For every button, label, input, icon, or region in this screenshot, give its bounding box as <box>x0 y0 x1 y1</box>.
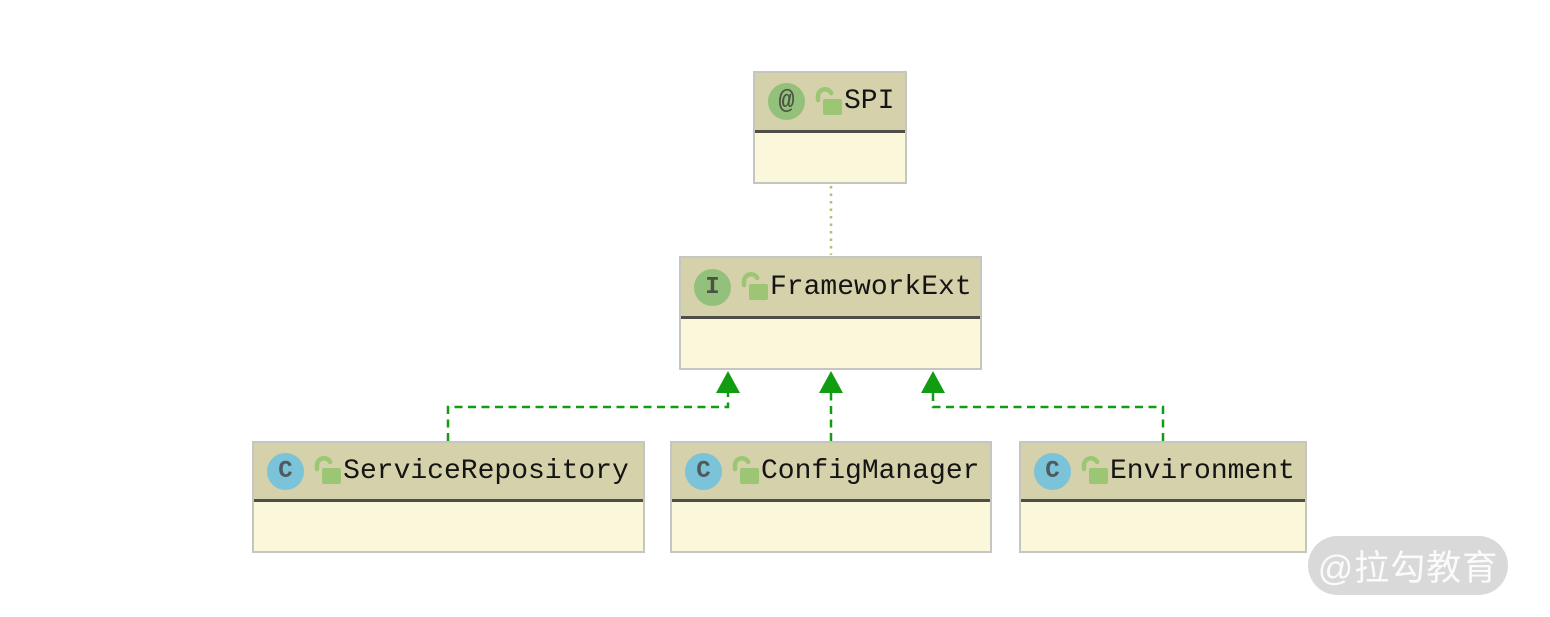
node-servicerepository-members-compartment[interactable] <box>254 502 643 551</box>
node-spi-members-compartment[interactable] <box>755 133 905 182</box>
node-servicerepository[interactable]: C ServiceRepository <box>252 441 645 553</box>
node-environment-members-compartment[interactable] <box>1021 502 1305 551</box>
badge-letter: @ <box>778 86 795 117</box>
edge-servicerepository-frameworkext <box>446 392 730 441</box>
open-lock-icon <box>815 86 842 115</box>
watermark-text: @拉勾教育 <box>1317 549 1499 588</box>
arrowhead-environment <box>921 371 945 393</box>
badge-letter: C <box>1045 457 1060 485</box>
badge-letter: I <box>705 273 720 301</box>
node-frameworkext-members-compartment[interactable] <box>681 319 980 368</box>
interface-icon: I <box>694 268 731 306</box>
annotation-icon: @ <box>768 83 805 120</box>
class-icon: C <box>1034 452 1071 490</box>
node-name: Environment <box>1110 455 1295 487</box>
watermark-badge: @拉勾教育 <box>1308 536 1508 595</box>
node-name: ConfigManager <box>761 455 980 487</box>
badge-letter: C <box>696 457 711 485</box>
open-lock-icon <box>732 456 759 484</box>
node-frameworkext[interactable]: I FrameworkExt <box>679 256 982 370</box>
arrowhead-configmanager <box>819 371 843 393</box>
node-configmanager[interactable]: C ConfigManager <box>670 441 992 553</box>
open-lock-icon <box>741 272 768 300</box>
node-environment[interactable]: C Environment <box>1019 441 1307 553</box>
node-frameworkext-header[interactable]: I FrameworkExt <box>681 258 980 319</box>
node-configmanager-members-compartment[interactable] <box>672 502 990 551</box>
node-name: ServiceRepository <box>343 455 629 487</box>
node-name: SPI <box>844 86 895 117</box>
badge-letter: C <box>278 457 293 485</box>
node-configmanager-header[interactable]: C ConfigManager <box>672 443 990 502</box>
node-environment-header[interactable]: C Environment <box>1021 443 1305 502</box>
class-icon: C <box>267 452 304 490</box>
arrowhead-servicerepository <box>716 371 740 393</box>
node-spi-header[interactable]: @ SPI <box>755 73 905 133</box>
edge-environment-frameworkext <box>931 392 1165 441</box>
open-lock-icon <box>314 456 341 484</box>
node-spi[interactable]: @ SPI <box>753 71 907 184</box>
open-lock-icon <box>1081 456 1108 484</box>
class-icon: C <box>685 452 722 490</box>
node-servicerepository-header[interactable]: C ServiceRepository <box>254 443 643 502</box>
node-name: FrameworkExt <box>770 271 972 303</box>
